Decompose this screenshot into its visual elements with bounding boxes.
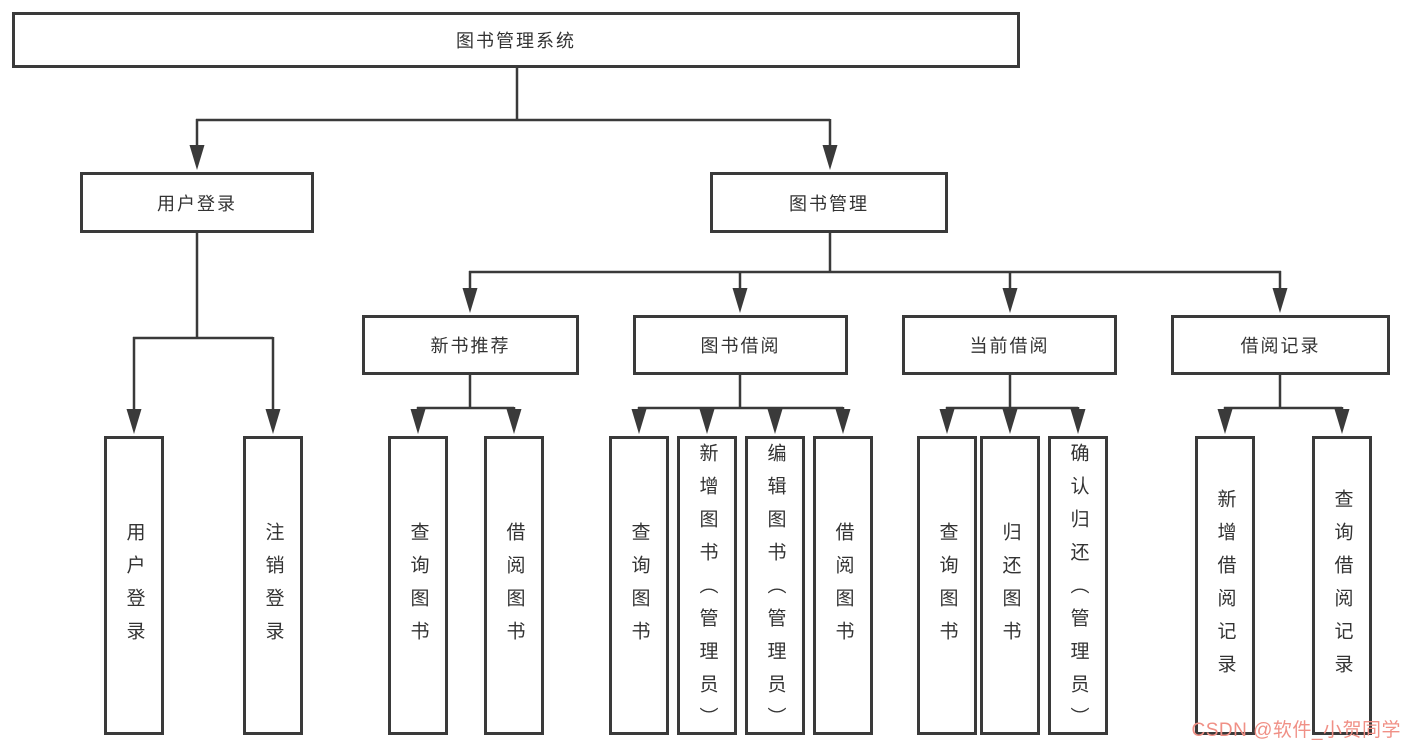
leaf-return-books: 归还图书	[980, 436, 1040, 735]
node-book-management: 图书管理	[710, 172, 948, 233]
leaf-add-books-admin: 新增图书（管理员）	[677, 436, 737, 740]
arrow-icon	[835, 409, 851, 434]
leaf-query-borrow-record: 查询借阅记录	[1312, 436, 1372, 735]
arrow-icon	[1002, 288, 1018, 313]
leaf-edit-books-admin: 编辑图书（管理员）	[745, 436, 805, 740]
arrow-icon	[1002, 409, 1018, 434]
node-new-book-recommend: 新书推荐	[362, 315, 579, 375]
arrow-icon	[631, 409, 647, 434]
node-user-login: 用户登录	[80, 172, 314, 233]
node-library-system: 图书管理系统	[12, 12, 1020, 68]
leaf-logout: 注销登录	[243, 436, 303, 735]
arrow-icon	[462, 288, 478, 313]
leaf-user-login: 用户登录	[104, 436, 164, 735]
arrow-icon	[822, 145, 838, 170]
node-current-borrowing: 当前借阅	[902, 315, 1117, 375]
leaf-borrow-books: 借阅图书	[813, 436, 873, 735]
arrow-icon	[126, 409, 142, 434]
arrow-icon	[189, 145, 205, 170]
leaf-borrow-books-recommend: 借阅图书	[484, 436, 544, 735]
arrow-icon	[939, 409, 955, 434]
arrow-icon	[1334, 409, 1350, 434]
leaf-query-books-current: 查询图书	[917, 436, 977, 735]
arrow-icon	[767, 409, 783, 434]
arrow-icon	[410, 409, 426, 434]
leaf-query-books-borrow: 查询图书	[609, 436, 669, 735]
arrow-icon	[699, 409, 715, 434]
arrow-icon	[1217, 409, 1233, 434]
arrow-icon	[265, 409, 281, 434]
node-book-borrowing: 图书借阅	[633, 315, 848, 375]
arrow-icon	[1272, 288, 1288, 313]
leaf-query-books-recommend: 查询图书	[388, 436, 448, 735]
arrowheads	[126, 145, 1350, 434]
node-borrow-records: 借阅记录	[1171, 315, 1390, 375]
arrow-icon	[1070, 409, 1086, 434]
leaf-add-borrow-record: 新增借阅记录	[1195, 436, 1255, 735]
leaf-confirm-return-admin: 确认归还（管理员）	[1048, 436, 1108, 740]
arrow-icon	[506, 409, 522, 434]
arrow-icon	[732, 288, 748, 313]
